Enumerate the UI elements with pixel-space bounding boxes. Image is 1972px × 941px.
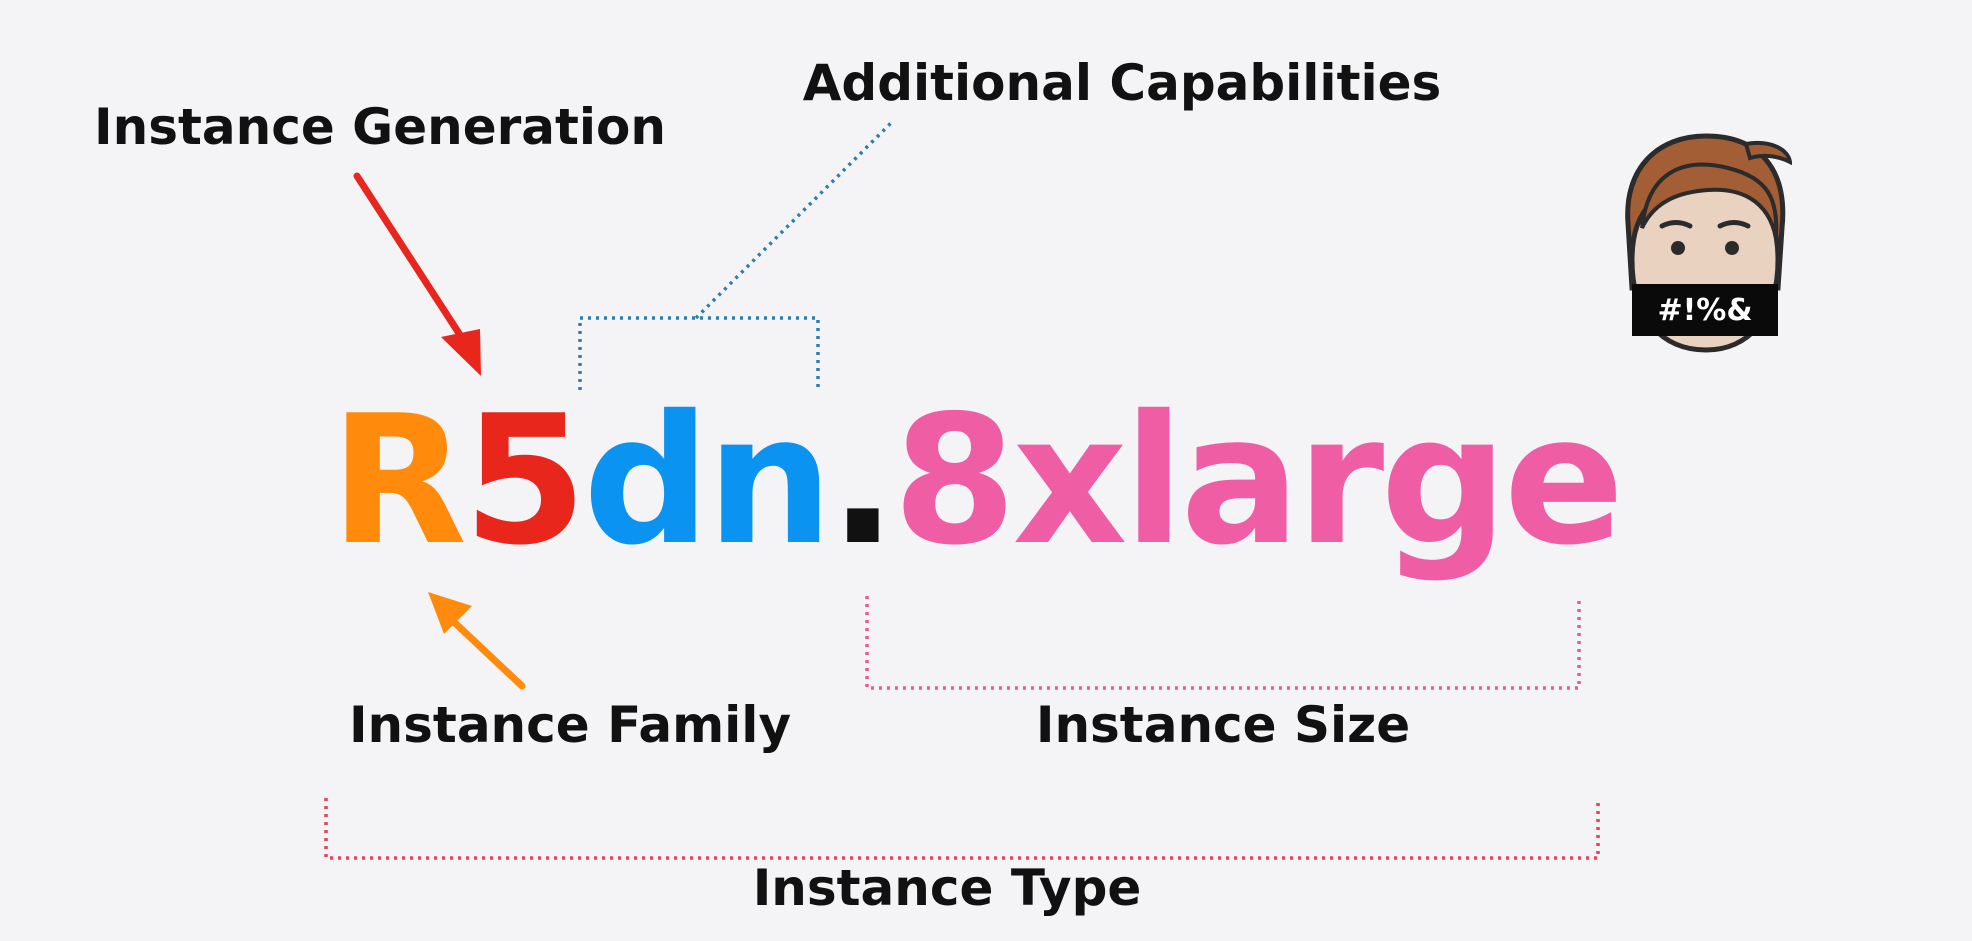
code-size: 8xlarge [892,377,1625,584]
type-bracket [324,798,1600,860]
code-generation-digit: 5 [463,377,587,584]
censored-speech-badge: #!%& [1632,284,1778,336]
capabilities-bracket [578,118,896,392]
instance-type-code: R5dn.8xlarge [330,377,1625,584]
code-family-letter: R [330,377,467,584]
instance-generation-label: Instance Generation [94,98,666,156]
code-dot: . [829,377,897,584]
instance-type-label: Instance Type [752,859,1142,917]
code-capabilities: dn [582,377,833,584]
instance-size-label: Instance Size [1035,696,1411,754]
generation-arrow [353,172,481,376]
instance-family-label: Instance Family [348,696,792,754]
size-bracket [865,596,1581,690]
family-arrow [428,592,526,690]
additional-capabilities-label: Additional Capabilities [802,54,1442,112]
